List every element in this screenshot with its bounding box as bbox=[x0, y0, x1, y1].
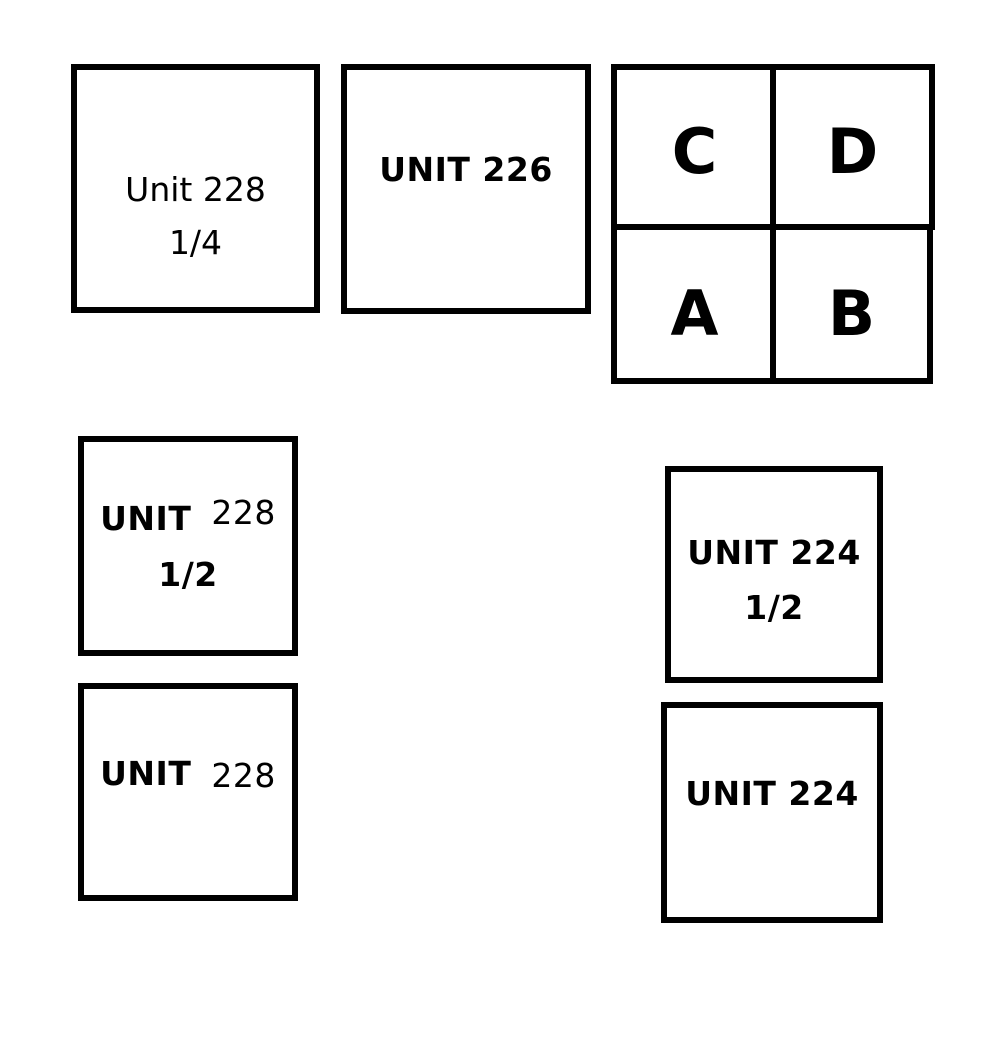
unit-224-half-fraction: 1/2 bbox=[744, 588, 804, 627]
unit-224-title: UNIT 224 bbox=[685, 774, 859, 813]
unit-226-box: UNIT 226 bbox=[341, 64, 591, 314]
unit-228-box: UNIT 228 bbox=[78, 683, 298, 901]
unit-228-word: UNIT bbox=[100, 754, 192, 793]
cell-c: C bbox=[611, 64, 778, 230]
unit-226-title: UNIT 226 bbox=[379, 150, 553, 189]
unit-228-number: 228 bbox=[211, 756, 276, 795]
unit-228-half-title-row: UNIT 228 bbox=[84, 496, 292, 538]
unit-224-half-title: UNIT 224 bbox=[687, 533, 861, 572]
cell-c-label: C bbox=[671, 115, 718, 188]
unit-228-title-row: UNIT 228 bbox=[84, 754, 292, 793]
unit-224-box: UNIT 224 bbox=[661, 702, 883, 923]
unit-228-quarter-title: Unit 228 bbox=[125, 170, 266, 209]
cell-b: B bbox=[770, 224, 933, 384]
cell-d: D bbox=[770, 64, 935, 230]
unit-228-half-number: 228 bbox=[211, 493, 276, 532]
unit-228-half-box: UNIT 228 1/2 bbox=[78, 436, 298, 656]
cell-a-label: A bbox=[670, 277, 719, 350]
cell-d-label: D bbox=[826, 115, 879, 188]
unit-228-quarter-fraction: 1/4 bbox=[168, 223, 223, 262]
unit-228-quarter-box: Unit 228 1/4 bbox=[71, 64, 320, 313]
unit-224-half-box: UNIT 224 1/2 bbox=[665, 466, 883, 683]
cell-a: A bbox=[611, 224, 778, 384]
unit-228-half-word: UNIT bbox=[100, 499, 192, 538]
cell-b-label: B bbox=[827, 277, 876, 350]
unit-228-half-fraction: 1/2 bbox=[158, 555, 218, 594]
